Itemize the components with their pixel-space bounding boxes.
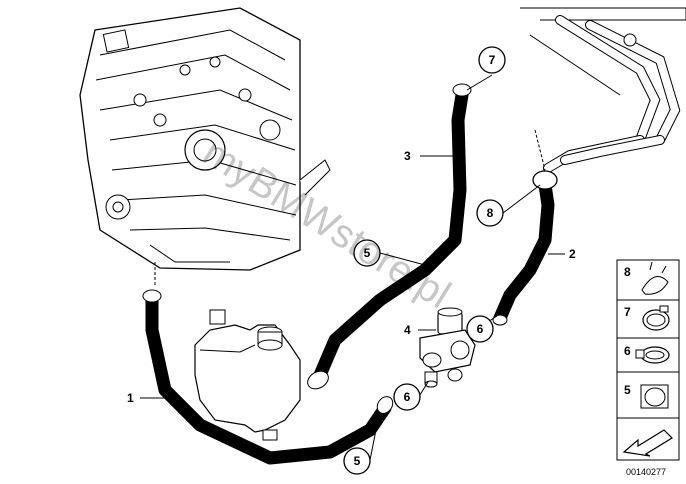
part-label-4: 4 [404,323,411,337]
document-number: 00140277 [626,467,666,477]
callout-7: 7 [489,53,496,67]
part-label-2: 2 [569,247,576,261]
callout-6-right: 6 [477,322,484,336]
callout-5-lower: 5 [354,454,361,468]
direction-arrow-icon [622,429,673,457]
legend-panel: 8 7 6 5 [616,259,680,461]
hose-clamp-icon [642,305,670,331]
hose-1 [142,289,394,465]
hose-2 [492,170,558,326]
callout-6-left: 6 [404,390,411,404]
screw-clamp-icon [635,346,670,364]
callout-8: 8 [487,206,494,220]
callouts: 5 5 6 6 7 8 [343,46,506,475]
callout-5-upper: 5 [364,246,371,260]
engine-block [79,7,331,285]
hose-clip-icon [640,384,669,409]
part-label-1: 1 [127,391,134,405]
part-label-3: 3 [404,149,411,163]
hose-3 [307,83,472,390]
legend-num-7: 7 [624,305,631,319]
heater-pipes [520,7,686,173]
expansion-tank [194,309,301,441]
clamp-spring-icon [641,261,669,295]
part-labels: 1 2 3 4 [127,149,576,405]
legend-num-8: 8 [624,265,631,279]
electric-water-pump [419,307,476,388]
legend-num-6: 6 [624,344,631,358]
legend-num-5: 5 [624,383,631,397]
